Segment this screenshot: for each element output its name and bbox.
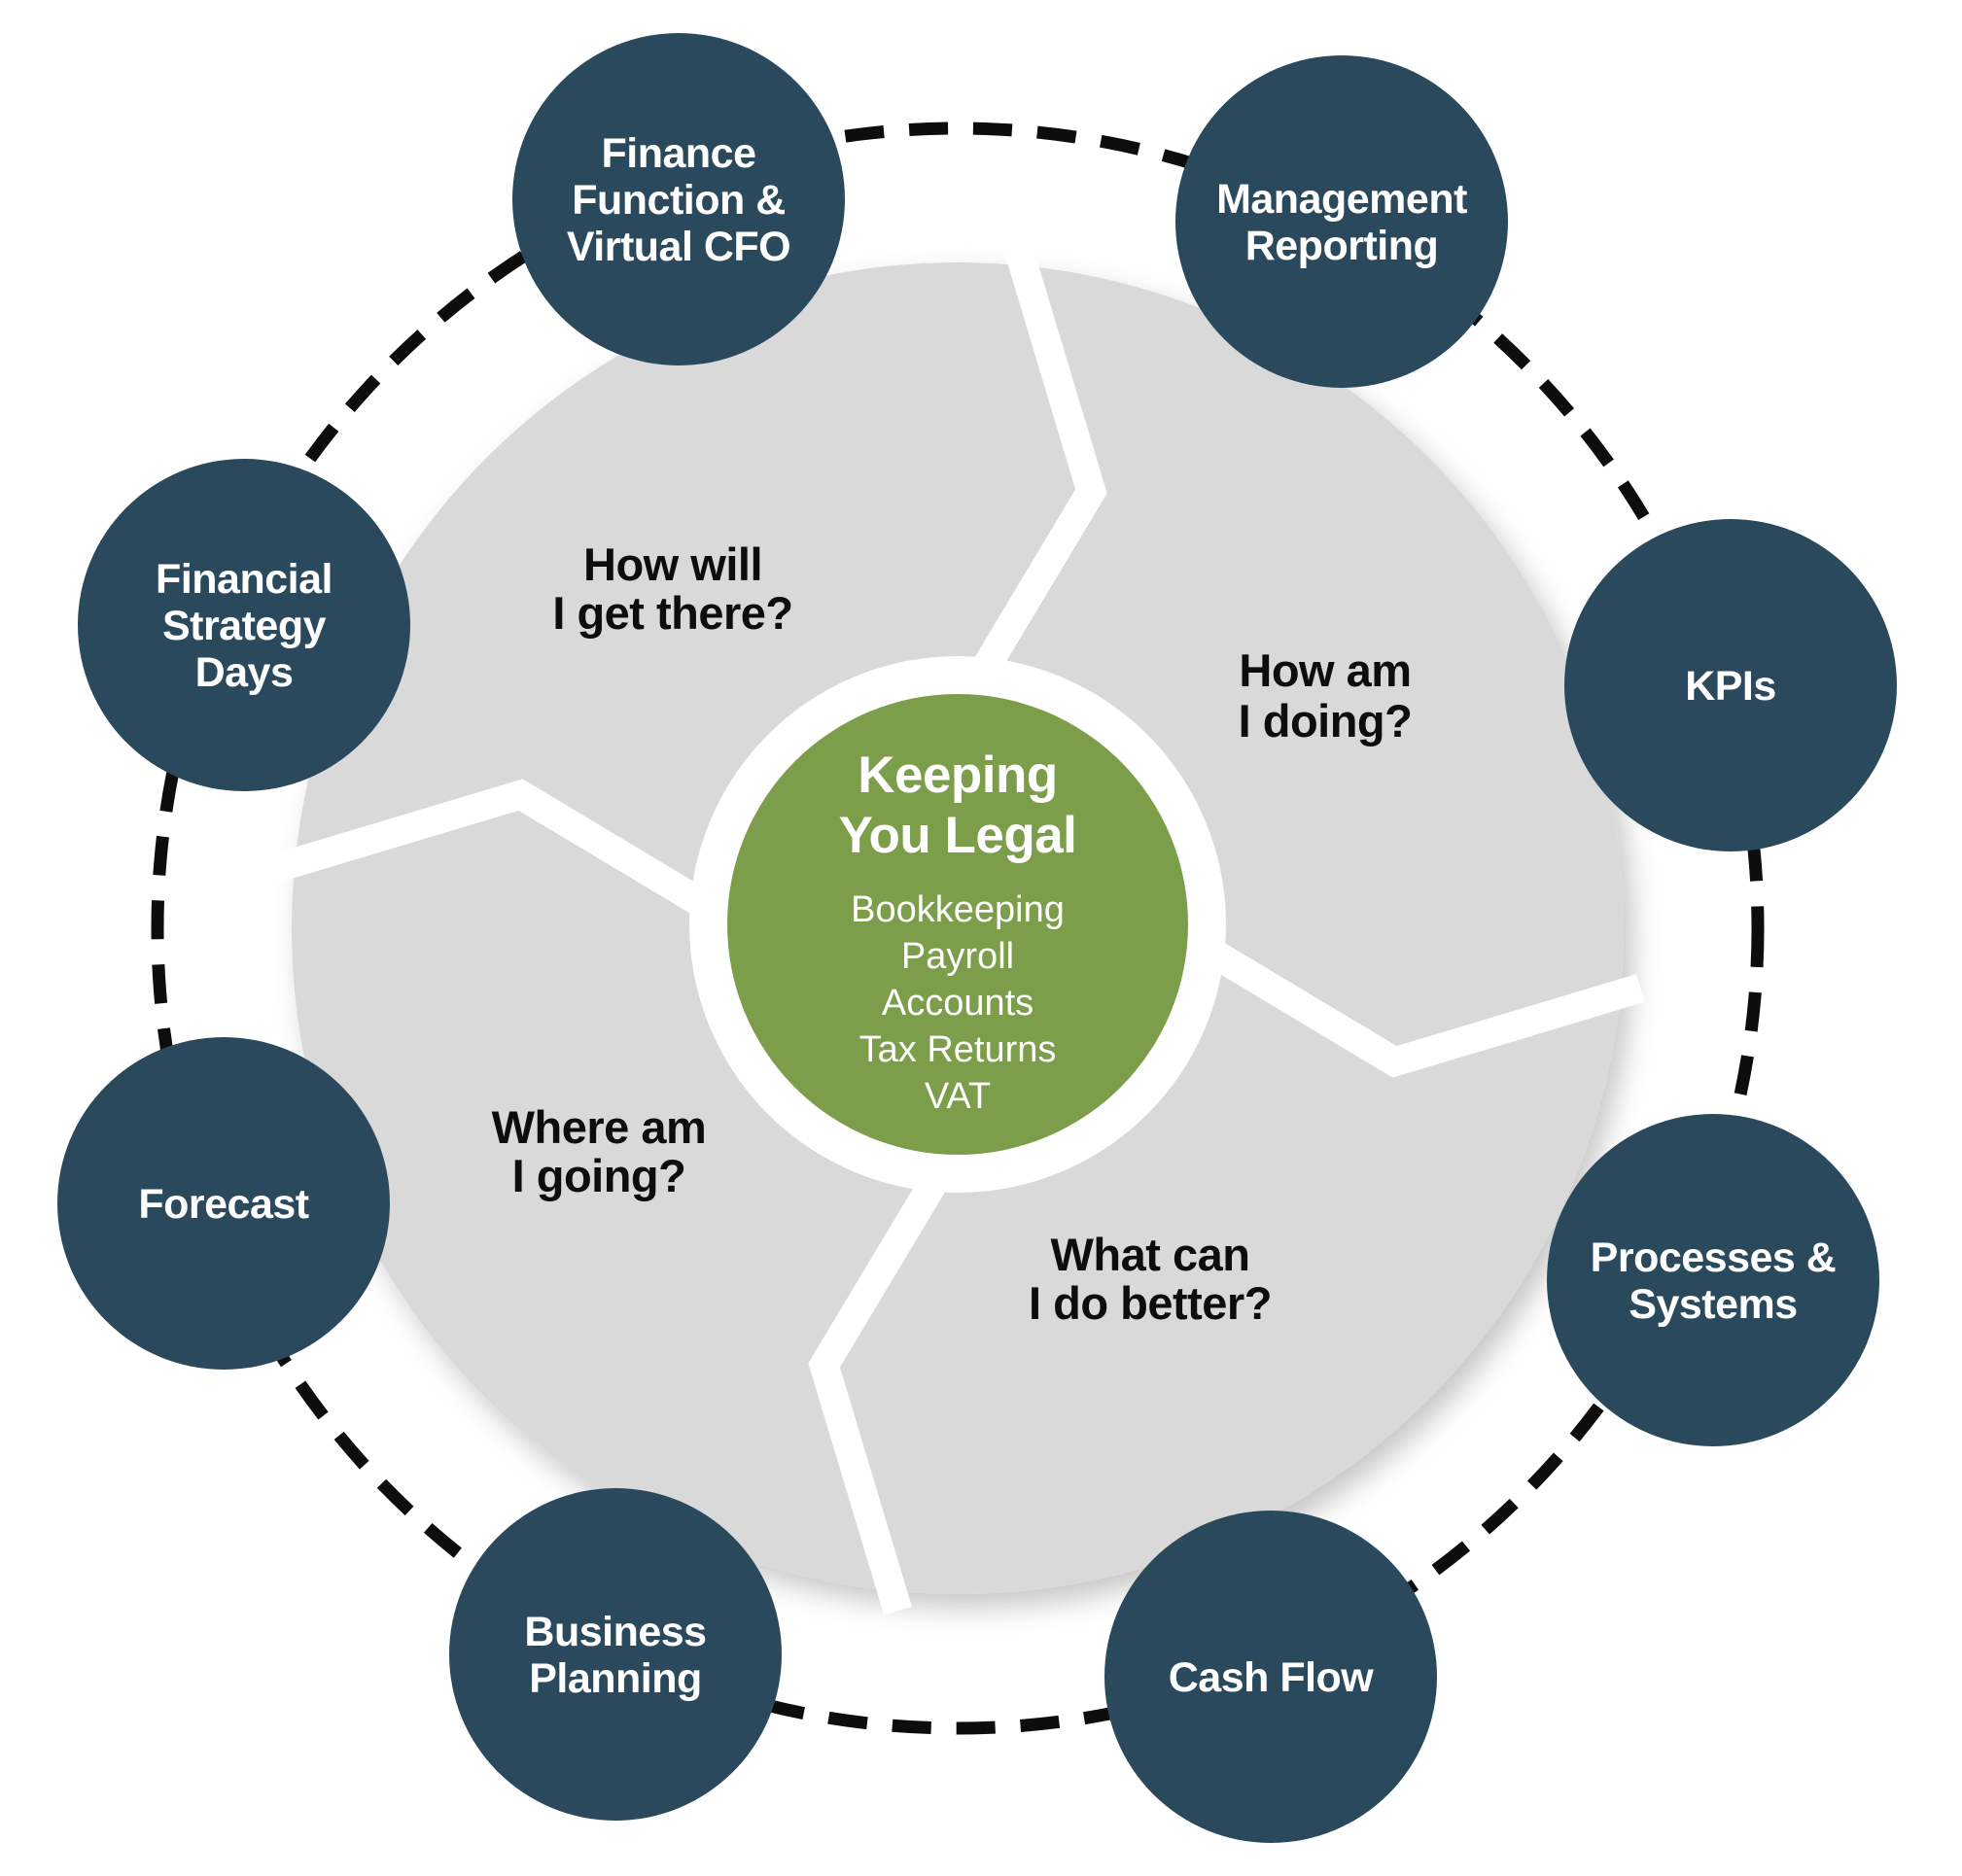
node-label-line: Function & bbox=[572, 177, 786, 224]
question-line: I doing? bbox=[1239, 695, 1413, 747]
node-label-line: Systems bbox=[1629, 1281, 1797, 1328]
question-line: What can bbox=[1051, 1229, 1250, 1280]
node-label-line: Reporting bbox=[1245, 223, 1439, 269]
question-line: How will bbox=[583, 538, 762, 590]
node-cash-flow: Cash Flow bbox=[1104, 1511, 1437, 1843]
center-service-item: Payroll bbox=[901, 936, 1014, 977]
node-label-line: Business bbox=[524, 1609, 706, 1655]
quadrant-question-how-am-i-doing: How am I doing? bbox=[1239, 644, 1413, 747]
node-circle bbox=[512, 33, 845, 365]
node-management-reporting: Management Reporting bbox=[1175, 55, 1508, 388]
segment-divider-left bbox=[270, 779, 723, 924]
node-finance-function-virtual-cfo: Finance Function & Virtual CFO bbox=[512, 33, 845, 365]
node-label-line: Days bbox=[195, 649, 294, 696]
node-kpis: KPIs bbox=[1564, 519, 1897, 851]
center-service-item: VAT bbox=[925, 1076, 991, 1117]
node-label-line: Finance bbox=[602, 130, 756, 177]
node-business-planning: Business Planning bbox=[449, 1488, 782, 1821]
question-line: Where am bbox=[492, 1101, 707, 1153]
node-label-line: Virtual CFO bbox=[567, 224, 790, 270]
node-label-line: Management bbox=[1216, 176, 1467, 223]
center-title-line: Keeping bbox=[858, 747, 1058, 804]
node-circle bbox=[78, 459, 410, 791]
question-line: I get there? bbox=[552, 587, 792, 639]
center-title-line: You Legal bbox=[839, 807, 1077, 864]
node-circle bbox=[1547, 1114, 1879, 1446]
node-label-line: Planning bbox=[529, 1655, 702, 1702]
node-circle bbox=[57, 1037, 390, 1370]
segment-divider-right bbox=[1192, 932, 1645, 1078]
center-service-item: Bookkeeping bbox=[851, 889, 1065, 930]
dashed-connector-ring bbox=[151, 122, 1765, 1735]
node-label-line: KPIs bbox=[1685, 663, 1776, 710]
question-line: I do better? bbox=[1029, 1277, 1272, 1329]
question-line: How am bbox=[1239, 644, 1411, 696]
center-circle: Keeping You Legal Bookkeeping Payroll Ac… bbox=[727, 694, 1188, 1155]
node-circle bbox=[1564, 519, 1897, 851]
node-processes-systems: Processes & Systems bbox=[1547, 1114, 1879, 1446]
node-label-line: Strategy bbox=[162, 603, 327, 649]
center-service-item: Accounts bbox=[882, 983, 1034, 1024]
node-label-line: Financial bbox=[156, 556, 333, 603]
segment-divider-top bbox=[962, 241, 1107, 694]
node-circle bbox=[449, 1488, 782, 1821]
node-label-line: Forecast bbox=[138, 1181, 308, 1228]
node-label-line: Cash Flow bbox=[1169, 1654, 1375, 1701]
center-circle-disc bbox=[727, 694, 1188, 1155]
node-circle bbox=[1175, 55, 1508, 388]
node-forecast: Forecast bbox=[57, 1037, 390, 1370]
node-circle bbox=[1104, 1511, 1437, 1843]
center-service-item: Tax Returns bbox=[859, 1029, 1057, 1070]
quadrant-question-where-am-i-going: Where am I going? bbox=[492, 1101, 707, 1201]
node-financial-strategy-days: Financial Strategy Days bbox=[78, 459, 410, 791]
quadrant-question-how-will-i-get-there: How will I get there? bbox=[552, 538, 793, 639]
node-label-line: Processes & bbox=[1591, 1234, 1837, 1281]
segment-divider-bottom bbox=[808, 1163, 954, 1615]
question-line: I going? bbox=[512, 1150, 686, 1201]
quadrant-question-what-can-i-do-better: What can I do better? bbox=[1029, 1229, 1272, 1329]
